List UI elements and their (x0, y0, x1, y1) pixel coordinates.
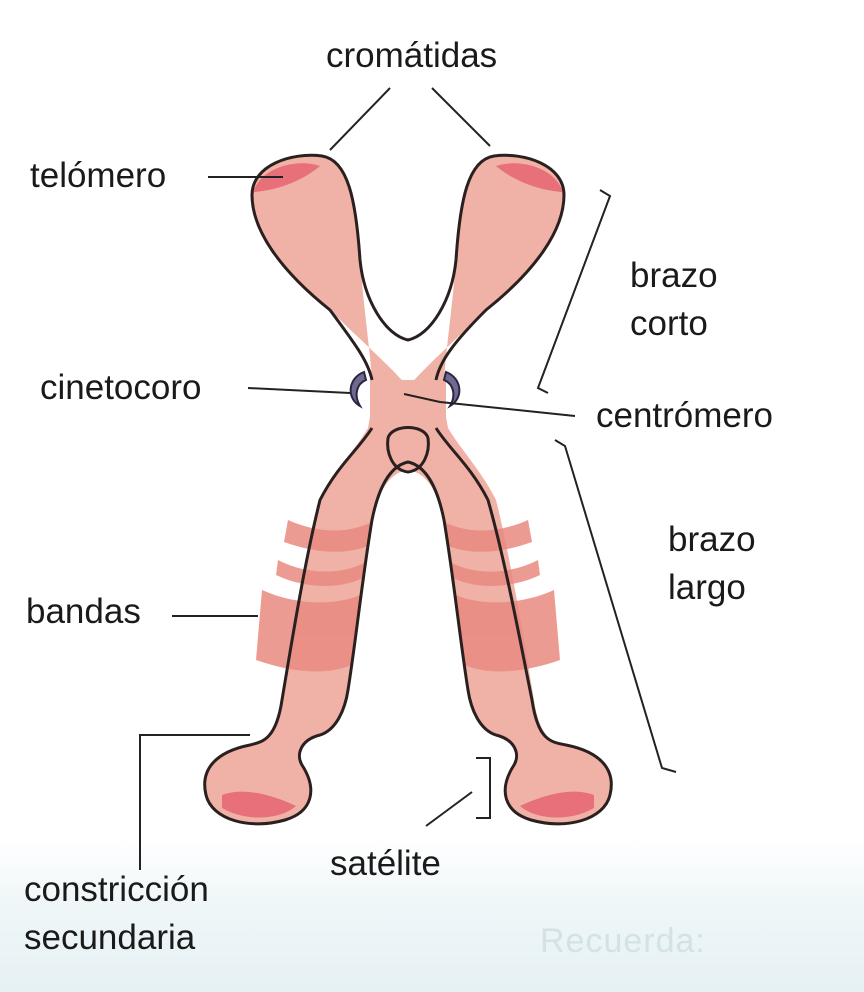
leader-centromero (403, 393, 576, 417)
kinetochore-left (349, 370, 368, 409)
label-brazo-largo-line1: brazo (668, 520, 756, 559)
label-cinetocoro: cinetocoro (40, 368, 202, 407)
label-brazo-largo: brazo largo (668, 516, 756, 612)
label-centromero: centrómero (596, 396, 774, 435)
centromere-region (370, 380, 446, 432)
background-faint-text: Recuerda: (540, 922, 706, 960)
label-telomero: telómero (30, 156, 167, 195)
leader-cromatidas-right (431, 87, 491, 147)
leader-cromatidas-left (329, 87, 391, 151)
label-constriccion-line1: constricción (24, 870, 209, 909)
label-brazo-corto: brazo corto (630, 252, 718, 348)
page-bottom-tint (0, 840, 864, 992)
leader-cinetocoro (247, 387, 351, 394)
label-satelite: satélite (330, 844, 441, 883)
chromatid-left (204, 155, 410, 824)
label-brazo-corto-line2: corto (630, 304, 708, 343)
leader-constriccion (139, 734, 250, 870)
label-cromatidas: cromátidas (326, 36, 498, 75)
label-brazo-corto-line1: brazo (630, 256, 718, 295)
bands-left (256, 520, 372, 672)
chromatid-right (406, 155, 612, 824)
label-brazo-largo-line2: largo (668, 568, 746, 607)
chromosome-outline (203, 153, 613, 826)
bracket-brazo-largo (554, 439, 677, 773)
label-constriccion-line2: secundaria (24, 918, 196, 957)
kinetochore-right (442, 370, 461, 409)
label-constriccion-secundaria: constricción secundaria (24, 866, 209, 962)
leader-satelite (425, 791, 473, 827)
bracket-brazo-corto (536, 189, 612, 394)
leader-lines (139, 87, 677, 870)
label-bandas: bandas (26, 592, 141, 631)
telomeres (222, 163, 594, 818)
bracket-satelite (476, 757, 491, 819)
bands-right (444, 520, 560, 672)
